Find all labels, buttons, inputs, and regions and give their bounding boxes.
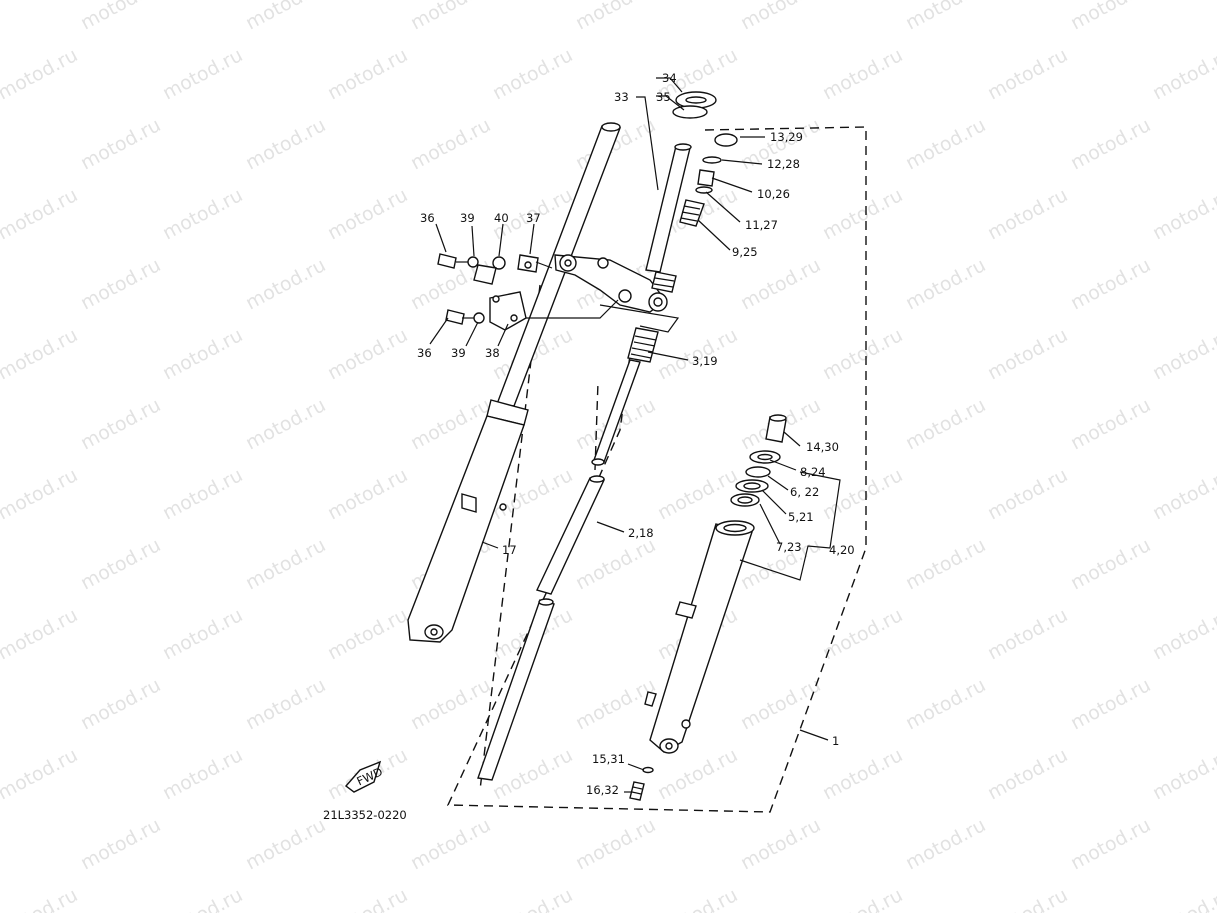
callout-1: 1: [832, 734, 839, 748]
callout-6-22: 6, 22: [790, 485, 819, 499]
callout-7-23: 7,23: [776, 540, 802, 554]
triple-clamp: [554, 254, 680, 333]
callout-2-18: 2,18: [628, 526, 654, 540]
top-parts-stack: [651, 133, 738, 293]
right-outer-leg: [644, 520, 755, 754]
leader-lines: [429, 77, 841, 793]
callout-14-30: 14,30: [806, 440, 839, 454]
callout-17: 17: [502, 543, 517, 557]
callout-3-19: 3,19: [692, 354, 718, 368]
callout-35: 35: [656, 90, 671, 104]
clamp-bolt-parts: [437, 253, 619, 331]
callout-12-28: 12,28: [767, 157, 800, 171]
drawing-code: 21L3352-0220: [323, 808, 407, 822]
callout-labels: 34 33 35 13,29 12,28 10,26 11,27 9,25 36…: [323, 71, 855, 822]
callout-10-26: 10,26: [757, 187, 790, 201]
callout-33: 33: [614, 90, 629, 104]
callout-13-29: 13,29: [770, 130, 803, 144]
callout-36-top: 36: [420, 211, 435, 225]
callout-38: 38: [485, 346, 500, 360]
callout-36-bottom: 36: [417, 346, 432, 360]
callout-9-25: 9,25: [732, 245, 758, 259]
assembly-outline-dashed: [446, 126, 867, 813]
forward-direction-marker: FWD: [344, 760, 385, 793]
callout-37: 37: [526, 211, 541, 225]
callout-40: 40: [494, 211, 509, 225]
callout-15-31: 15,31: [592, 752, 625, 766]
inner-tube-dashed: [479, 284, 541, 791]
callout-16-32: 16,32: [586, 783, 619, 797]
steering-tube: [645, 91, 717, 273]
spacer-tubes: [477, 475, 606, 781]
left-fork-assembly: [407, 122, 621, 643]
callout-5-21: 5,21: [788, 510, 814, 524]
callout-39-top: 39: [460, 211, 475, 225]
callout-11-27: 11,27: [745, 218, 778, 232]
callout-8-24: 8,24: [800, 465, 826, 479]
callout-34: 34: [662, 71, 677, 85]
right-seal-stack: [730, 414, 787, 507]
callout-4-20: 4,20: [829, 543, 855, 557]
callout-39-bottom: 39: [451, 346, 466, 360]
damper-rod: [591, 327, 659, 466]
drain-bolt: [629, 766, 654, 801]
